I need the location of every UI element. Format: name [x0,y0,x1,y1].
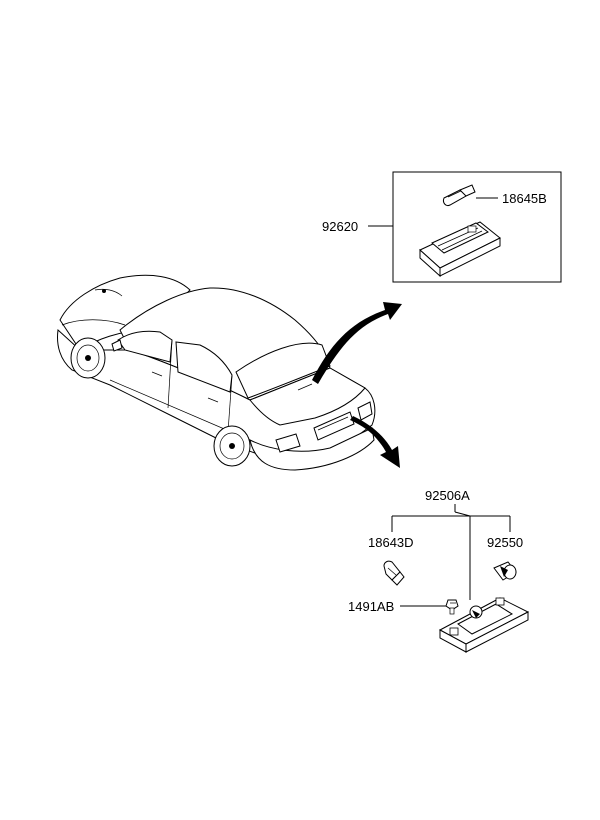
screw-1491ab-icon [445,599,459,615]
bulb-18643d-icon [383,560,405,586]
arrow-to-lower-lamp [350,416,400,468]
lower-lamp-group [383,504,530,653]
bulb-18645b-icon [443,184,476,206]
arrow-to-upper-lamp [312,302,402,384]
label-18645b: 18645B [502,191,547,206]
socket-92550-icon [493,561,517,581]
label-92506a: 92506A [425,488,470,503]
label-18643d: 18643D [368,535,414,550]
upper-lamp-box [368,171,562,283]
label-92550: 92550 [487,535,523,550]
car-illustration [57,274,376,471]
upper-lamp-housing-icon [419,221,501,278]
label-92620: 92620 [322,219,358,234]
lower-lamp-housing-icon [438,597,530,653]
label-1491ab: 1491AB [348,599,394,614]
